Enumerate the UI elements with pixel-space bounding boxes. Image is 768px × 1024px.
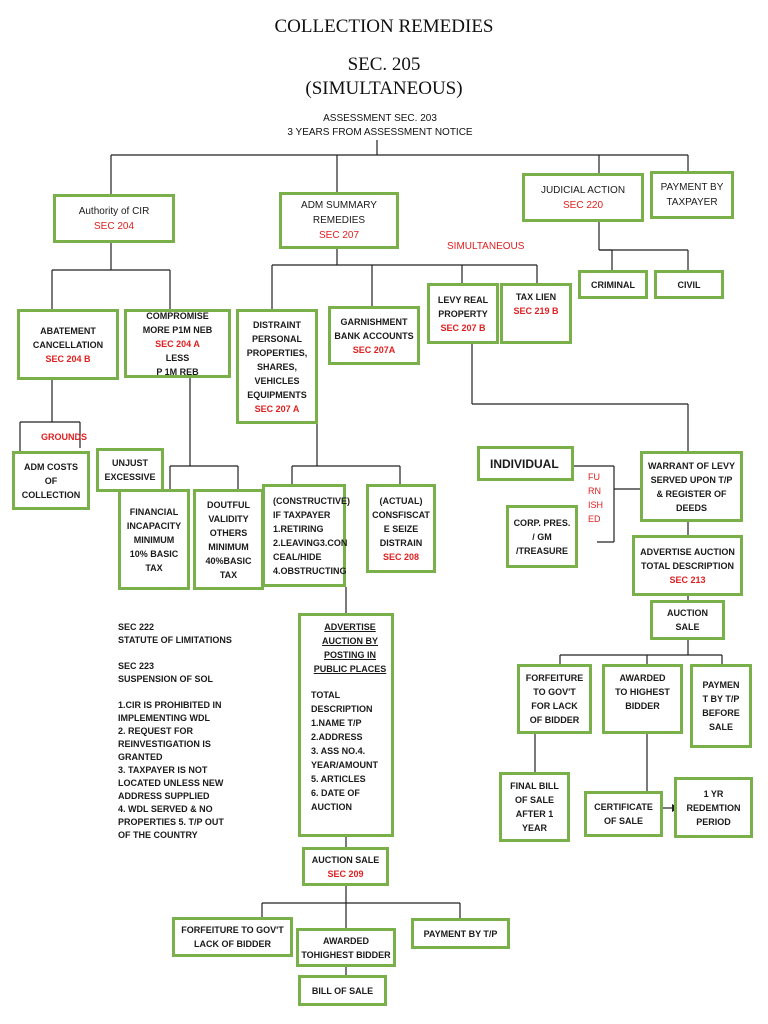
adm-section: SEC 207	[318, 230, 360, 241]
judicial-section: SEC 220	[562, 199, 604, 211]
unjust-label: UNJUST EXCESSIVE	[104, 458, 156, 482]
auction-sale-center-label: AUCTION SALE	[311, 854, 380, 865]
forfeiture-right-label: FORFEITURE TO GOV'T FOR LACK OF BIDDER	[525, 673, 584, 725]
forfeiture-bottom-label: FORFEITURE TO GOV'T LACK OF BIDDER	[181, 925, 284, 949]
tax-lien-box: TAX LIEN SEC 219 B	[500, 283, 572, 344]
civil-box: CIVIL	[654, 270, 724, 299]
judicial-action-box: JUDICIAL ACTION SEC 220	[522, 173, 644, 222]
adm-summary-remedies-box: ADM SUMMARY REMEDIES SEC 207	[279, 192, 399, 249]
compromise-section: SEC 204 A	[155, 338, 200, 349]
billofsale-label: BILL OF SALE	[311, 985, 374, 996]
authority-of-cir-box: Authority of CIR SEC 204	[53, 194, 175, 243]
civil-label: CIVIL	[677, 279, 701, 290]
auction-sale-center-section: SEC 209	[327, 868, 364, 879]
certificate-label: CERTIFICATE OF SALE	[594, 802, 653, 826]
redemption-period-box: 1 YR REDEMTION PERIOD	[674, 777, 753, 838]
assessment-label: ASSESSMENT SEC. 203 3 YEARS FROM ASSESSM…	[260, 112, 500, 140]
payment-bottom-label: PAYMENT BY T/P	[423, 928, 498, 939]
forfeiture-right-box: FORFEITURE TO GOV'T FOR LACK OF BIDDER	[517, 664, 592, 734]
adm-label: ADM SUMMARY REMEDIES	[301, 200, 377, 226]
bill-of-sale-box: BILL OF SALE	[298, 975, 387, 1006]
title-line-1: COLLECTION REMEDIES	[274, 16, 494, 37]
doubtful-label: DOUTFUL VALIDITY OTHERS MINIMUM 40%BASIC…	[205, 499, 252, 580]
distraint-box: DISTRAINT PERSONAL PROPERTIES, SHARES, V…	[236, 309, 318, 424]
abatement-cancellation-box: ABATEMENT CANCELLATION SEC 204 B	[17, 309, 119, 380]
payment-by-taxpayer-box: PAYMENT BY TAXPAYER	[650, 171, 734, 219]
distraint-section: SEC 207 A	[254, 403, 300, 414]
warrant-label: WARRANT OF LEVY SERVED UPON T/P & REGIST…	[648, 460, 735, 513]
actual-box: (ACTUAL) CONSFISCAT E SEIZE DISTRAIN SEC…	[366, 484, 436, 573]
auction-sale-center-box: AUCTION SALE SEC 209	[302, 847, 389, 886]
unjust-excessive-box: UNJUST EXCESSIVE	[96, 448, 164, 492]
advertise-auction-label: ADVERTISE AUCTION TOTAL DESCRIPTION	[640, 546, 735, 571]
compromise-label: COMPROMISE MORE P1M NEB	[142, 310, 213, 335]
auction-sale-right-label: AUCTION SALE	[667, 608, 708, 632]
levy-section: SEC 207 B	[440, 322, 486, 333]
abatement-section: SEC 204 B	[45, 353, 91, 364]
advertise-auction-section: SEC 213	[669, 574, 706, 585]
adm-costs-box: ADM COSTS OF COLLECTION	[12, 451, 90, 510]
certificate-of-sale-box: CERTIFICATE OF SALE	[584, 791, 663, 837]
criminal-box: CRIMINAL	[578, 270, 648, 299]
compromise-box: COMPROMISE MORE P1M NEB SEC 204 A LESS P…	[124, 309, 231, 378]
title-line-2: SEC. 205	[347, 54, 421, 75]
awarded-right-label: AWARDED TO HIGHEST BIDDER	[615, 673, 670, 711]
awarded-bottom-box: AWARDED TOHIGHEST BIDDER	[296, 928, 396, 967]
furnished-label: FU RN ISH ED	[588, 472, 604, 524]
cir-section: SEC 204	[93, 220, 135, 232]
forfeiture-bottom-box: FORFEITURE TO GOV'T LACK OF BIDDER	[172, 917, 293, 957]
warrant-of-levy-box: WARRANT OF LEVY SERVED UPON T/P & REGIST…	[640, 451, 743, 522]
final-bill-of-sale-box: FINAL BILL OF SALE AFTER 1 YEAR	[499, 772, 570, 842]
payment-before-sale-label: PAYMEN T BY T/P BEFORE SALE	[702, 680, 740, 732]
corp-label: CORP. PRES. / GM /TREASURE	[513, 517, 571, 556]
individual-box: INDIVIDUAL	[477, 446, 574, 481]
taxlien-section: SEC 219 B	[513, 306, 559, 316]
compromise-label-after: LESS P 1M REB	[156, 352, 199, 377]
constructive-box: (CONSTRUCTIVE) IF TAXPAYER 1.RETIRING 2.…	[262, 484, 350, 587]
doubtful-validity-box: DOUTFUL VALIDITY OTHERS MINIMUM 40%BASIC…	[193, 489, 264, 590]
individual-label: INDIVIDUAL	[490, 456, 559, 471]
levy-label: LEVY REAL PROPERTY	[437, 294, 489, 319]
payment-top-label: PAYMENT BY TAXPAYER	[660, 182, 724, 208]
simultaneous-label: SIMULTANEOUS	[447, 241, 525, 252]
actual-label: (ACTUAL) CONSFISCAT E SEIZE DISTRAIN	[372, 495, 430, 548]
judicial-label: JUDICIAL ACTION	[540, 184, 626, 196]
auction-sale-right-box: AUCTION SALE	[650, 600, 725, 640]
payment-bottom-box: PAYMENT BY T/P	[411, 918, 510, 949]
garnishment-label: GARNISHMENT BANK ACCOUNTS	[334, 316, 414, 341]
criminal-label: CRIMINAL	[591, 279, 635, 290]
levy-real-property-box: LEVY REAL PROPERTY SEC 207 B	[427, 283, 499, 344]
abatement-label: ABATEMENT CANCELLATION	[32, 325, 104, 350]
financial-label: FINANCIAL INCAPACITY MINIMUM 10% BASIC T…	[126, 506, 182, 573]
advertise-posting-heading: ADVERTISE AUCTION BY POSTING IN PUBLIC P…	[313, 622, 387, 674]
finalbill-label: FINAL BILL OF SALE AFTER 1 YEAR	[510, 781, 559, 833]
title-line-3: (SIMULTANEOUS)	[305, 78, 463, 99]
payment-before-sale-box: PAYMEN T BY T/P BEFORE SALE	[690, 664, 752, 748]
distraint-label: DISTRAINT PERSONAL PROPERTIES, SHARES, V…	[246, 319, 308, 400]
actual-section: SEC 208	[382, 551, 420, 562]
advertise-posting-box: ADVERTISE AUCTION BY POSTING IN PUBLIC P…	[298, 613, 394, 837]
redemption-label: 1 YR REDEMTION PERIOD	[686, 788, 741, 827]
constructive-label: (CONSTRUCTIVE) IF TAXPAYER 1.RETIRING 2.…	[273, 495, 350, 576]
cir-label: Authority of CIR	[78, 205, 150, 217]
grounds-label: GROUNDS	[41, 432, 88, 442]
advertise-posting-details: TOTAL DESCRIPTION 1.NAME T/P 2.ADDRESS 3…	[311, 690, 378, 812]
admcosts-label: ADM COSTS OF COLLECTION	[21, 461, 81, 500]
statute-of-limitations-notes: SEC 222 STATUTE OF LIMITATIONS SEC 223 S…	[118, 622, 232, 840]
awarded-bottom-label: AWARDED TOHIGHEST BIDDER	[301, 935, 391, 960]
garnishment-section: SEC 207A	[352, 344, 396, 355]
taxlien-label: TAX LIEN	[515, 292, 557, 302]
assessment-line-2: 3 YEARS FROM ASSESSMENT NOTICE	[287, 127, 473, 138]
advertise-auction-box: ADVERTISE AUCTION TOTAL DESCRIPTION SEC …	[632, 535, 743, 596]
financial-incapacity-box: FINANCIAL INCAPACITY MINIMUM 10% BASIC T…	[118, 489, 190, 590]
assessment-line-1: ASSESSMENT SEC. 203	[323, 113, 437, 124]
garnishment-box: GARNISHMENT BANK ACCOUNTS SEC 207A	[328, 306, 420, 365]
corp-officers-box: CORP. PRES. / GM /TREASURE	[506, 505, 578, 568]
awarded-right-box: AWARDED TO HIGHEST BIDDER	[602, 664, 683, 734]
